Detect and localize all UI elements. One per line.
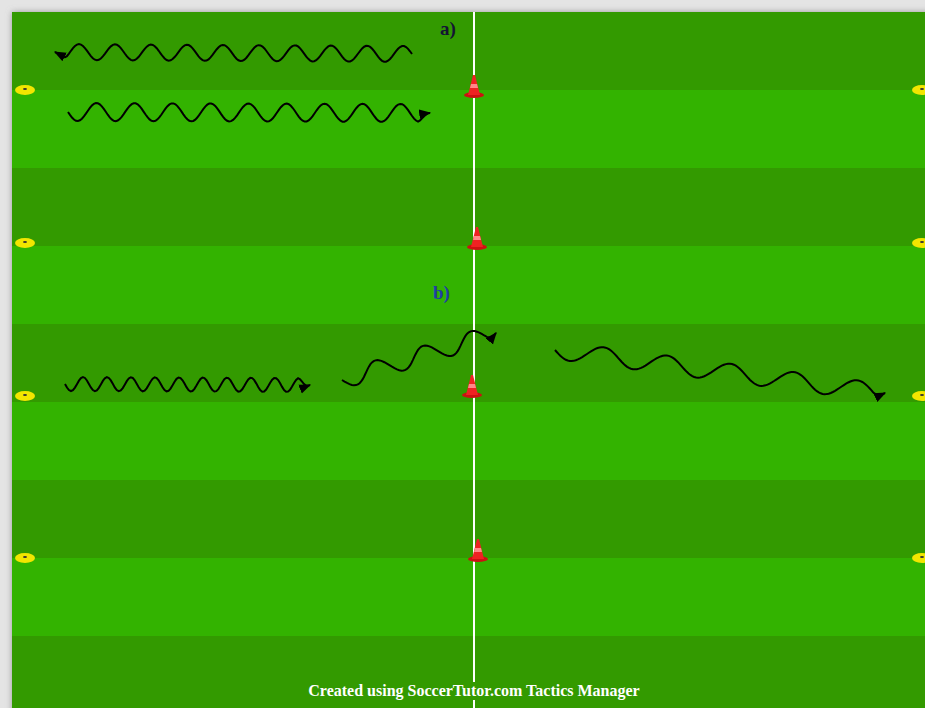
pitch-stripe: [12, 12, 925, 90]
red-cone: [464, 75, 484, 98]
marker-disc: [15, 238, 35, 248]
dribble-arrow: [65, 377, 310, 392]
marker-disc: [15, 391, 35, 401]
red-cone: [462, 375, 482, 398]
dribble-arrow: [555, 347, 885, 395]
pitch-stripe: [12, 636, 925, 708]
watermark: Created using SoccerTutor.com Tactics Ma…: [305, 682, 642, 700]
marker-disc: [15, 553, 35, 563]
pitch-stripe: [12, 324, 925, 402]
marker-disc: [912, 85, 925, 95]
red-cone: [467, 227, 487, 250]
dribble-arrow: [342, 331, 496, 385]
marker-disc: [15, 85, 35, 95]
halfway-line: [473, 12, 475, 708]
pitch: [12, 12, 925, 708]
drill-label: a): [437, 19, 459, 40]
pitch-stripe: [12, 90, 925, 168]
marker-disc: [912, 238, 925, 248]
red-cone: [468, 539, 488, 562]
dribble-arrow: [68, 103, 430, 122]
pitch-stripe: [12, 246, 925, 324]
marker-disc: [912, 553, 925, 563]
dribble-arrow: [55, 44, 412, 62]
pitch-stripe: [12, 402, 925, 480]
pitch-stripe: [12, 480, 925, 558]
pitch-stripe: [12, 168, 925, 246]
marker-disc: [912, 391, 925, 401]
drill-label: b): [430, 283, 453, 304]
pitch-stripe: [12, 558, 925, 636]
